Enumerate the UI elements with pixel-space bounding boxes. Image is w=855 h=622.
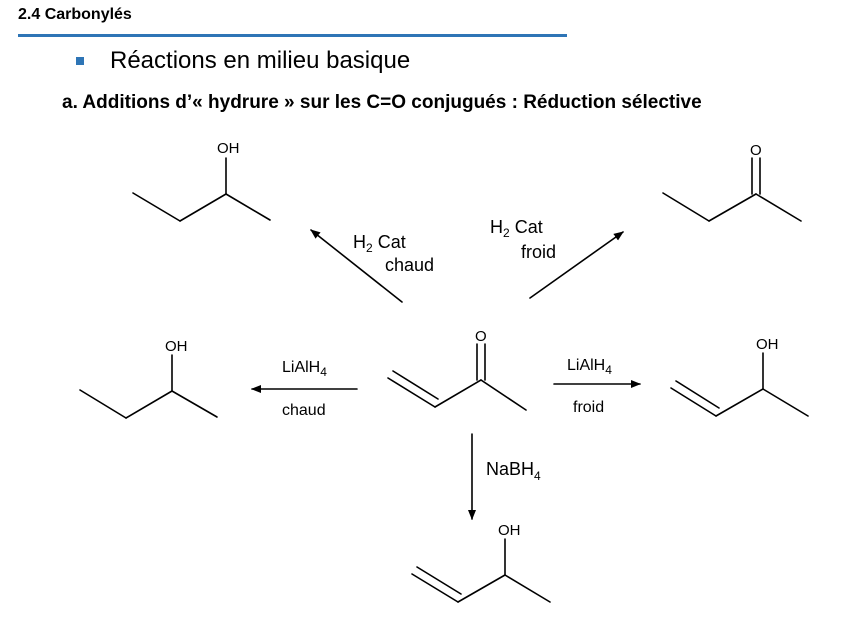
condition-up-right: froid: [521, 242, 556, 262]
oh-label-left: OH: [165, 338, 188, 355]
reagent-down: NaBH4: [486, 459, 541, 483]
oh-label-top-left: OH: [217, 140, 240, 157]
arrow-up-right: [529, 231, 624, 299]
condition-right: froid: [573, 399, 604, 416]
arrow-up-left: [310, 229, 403, 303]
condition-up-left: chaud: [385, 255, 434, 275]
bullet-item: Réactions en milieu basique: [76, 47, 410, 75]
oh-label-bottom: OH: [498, 522, 521, 539]
product-allylic-alcohol-bottom: [411, 538, 551, 603]
reagent-left: LiAlH4: [282, 359, 327, 379]
product-butanol-left: [79, 354, 218, 419]
oh-label-right: OH: [756, 336, 779, 353]
subtitle: a. Additions d’« hydrure » sur les C=O c…: [62, 92, 702, 113]
title-underline: [18, 34, 567, 37]
product-butanone-top-right: [662, 157, 802, 222]
condition-left: chaud: [282, 402, 326, 419]
section-title: 2.4 Carbonylés: [18, 6, 132, 23]
oxygen-label-center: O: [475, 328, 487, 345]
reagent-right: LiAlH4: [567, 357, 612, 377]
product-allylic-alcohol-right: [670, 352, 809, 417]
reagent-up-left: H2 Cat: [353, 232, 406, 255]
bullet-text: Réactions en milieu basique: [110, 47, 411, 74]
product-butanol-top-left: [132, 157, 271, 222]
central-enone-molecule: [387, 343, 527, 411]
oxygen-label-top-right: O: [750, 142, 762, 159]
reagent-up-right: H2 Cat: [490, 217, 543, 240]
square-bullet-icon: [76, 57, 84, 65]
